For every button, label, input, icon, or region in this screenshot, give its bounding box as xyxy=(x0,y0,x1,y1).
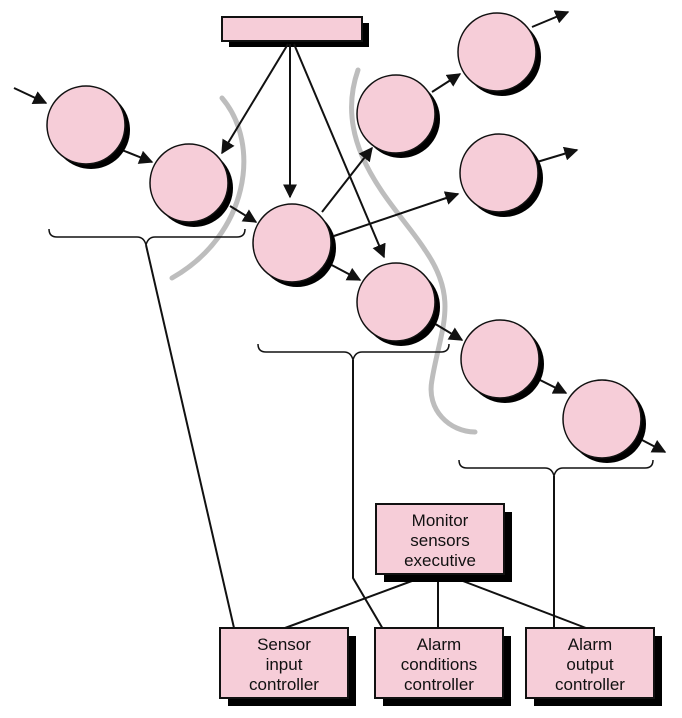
hierarchy-line-sensor-input xyxy=(284,577,421,629)
process-node-9 xyxy=(562,379,646,463)
mapping-arrow-alarm-conditions xyxy=(352,360,391,643)
brackets xyxy=(48,228,654,477)
hierarchy-line-alarm-output xyxy=(454,577,587,629)
alarm-conditions-line-2: conditions xyxy=(401,655,478,674)
data-store xyxy=(221,16,369,47)
arrow-n3-to-n4 xyxy=(321,146,373,213)
mapping-arrow-sensor-input xyxy=(145,244,242,643)
sensor-input-line-1: Sensor xyxy=(257,635,311,654)
alarm-output-controller-box: Alarm output controller xyxy=(525,627,662,706)
alarm-conditions-controller-box: Alarm conditions controller xyxy=(374,627,511,706)
arrow-n2-to-n3 xyxy=(229,205,258,223)
process-node-5 xyxy=(457,12,541,96)
process-node-6 xyxy=(356,262,440,346)
sensor-input-controller-box: Sensor input controller xyxy=(219,627,356,706)
sensor-input-line-3: controller xyxy=(249,675,319,694)
arrow-n7-out xyxy=(536,146,579,163)
arrow-input-to-n1 xyxy=(13,87,48,104)
hierarchy-lines xyxy=(284,577,587,629)
arrow-store-to-n6 xyxy=(293,43,386,259)
boundary-curve-left xyxy=(169,95,247,281)
process-nodes xyxy=(46,12,646,463)
mapping-arrows xyxy=(145,244,561,643)
arrow-n6-to-n8 xyxy=(431,321,464,341)
process-node-4 xyxy=(356,74,440,158)
arrow-n8-to-n9 xyxy=(539,379,568,394)
arrow-n4-to-n5 xyxy=(431,73,462,93)
process-node-2 xyxy=(149,143,233,227)
arrow-n3-to-n7 xyxy=(333,191,460,237)
bracket-output xyxy=(458,459,654,477)
executive-box-line-1: Monitor xyxy=(412,511,469,530)
executive-box-line-3: executive xyxy=(404,551,476,570)
arrow-store-to-n2 xyxy=(221,43,289,155)
alarm-output-line-2: output xyxy=(566,655,614,674)
alarm-output-line-3: controller xyxy=(555,675,625,694)
executive-box-line-2: sensors xyxy=(410,531,470,550)
arrow-n9-out xyxy=(641,439,667,453)
process-node-1 xyxy=(46,85,130,169)
process-node-3 xyxy=(252,203,336,287)
alarm-conditions-line-3: controller xyxy=(404,675,474,694)
alarm-conditions-line-1: Alarm xyxy=(417,635,461,654)
executive-box: Monitor sensors executive xyxy=(375,503,512,582)
alarm-output-line-1: Alarm xyxy=(568,635,612,654)
sensor-input-line-2: input xyxy=(266,655,303,674)
process-node-7 xyxy=(459,133,543,217)
flow-arrows xyxy=(13,10,667,453)
bracket-transform xyxy=(257,343,450,361)
arrow-n5-out xyxy=(531,10,570,28)
process-node-8 xyxy=(460,319,544,403)
